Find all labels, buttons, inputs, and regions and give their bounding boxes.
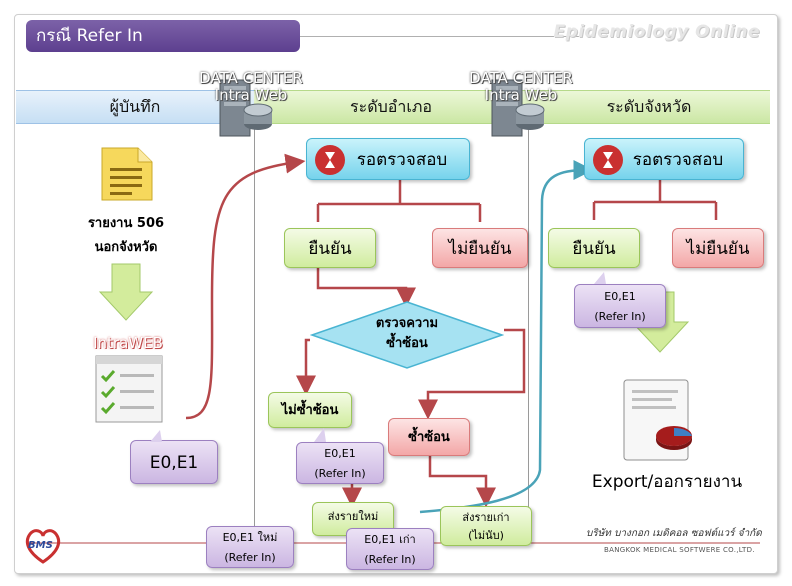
arrow-check-to-dup	[418, 328, 526, 420]
check-duplicate-diamond: ตรวจความ ซ้ำซ้อน	[310, 300, 504, 370]
district-waiting-box: รอตรวจสอบ	[306, 138, 470, 180]
hourglass-icon	[593, 145, 623, 175]
district-not-confirm-label: ไม่ยืนยัน	[448, 239, 512, 259]
data-center-label: DATA CENTER Intra Web	[186, 70, 316, 104]
bms-logo-text: BMS	[28, 540, 53, 551]
province-not-confirm-box: ไม่ยืนยัน	[672, 228, 764, 268]
arrow-dup-to-old	[428, 456, 496, 508]
company-name-english: BANGKOK MEDICAL SOFTWERE CO.,LTD.	[604, 546, 755, 554]
data-center-line1: DATA CENTER	[469, 69, 573, 87]
province-callout: E0,E1 (Refer In)	[574, 284, 666, 328]
callout-pointer	[594, 272, 606, 284]
page-title: กรณี Refer In	[26, 20, 300, 52]
data-center-line2: Intra Web	[214, 86, 288, 104]
intraweb-label: IntraWEB	[93, 334, 163, 352]
not-duplicate-box: ไม่ซ้ำซ้อน	[268, 392, 352, 428]
district-callout-line1: E0,E1	[324, 447, 356, 460]
duplicate-label: ซ้ำซ้อน	[408, 430, 450, 445]
district-not-confirm-box: ไม่ยืนยัน	[432, 228, 528, 268]
district-callout-line2: (Refer In)	[314, 467, 366, 480]
hourglass-icon	[315, 145, 345, 175]
column-divider	[254, 122, 255, 540]
callout-pointer	[150, 430, 162, 442]
report-line1: รายงาน 506	[87, 216, 165, 231]
province-confirm-label: ยืนยัน	[572, 239, 616, 259]
server-icon	[218, 76, 274, 140]
title-divider	[300, 36, 582, 37]
data-center-line2: Intra Web	[484, 86, 558, 104]
company-name-thai: บริษัท บางกอก เมดิคอล ซอฟต์แวร์ จำกัด	[586, 528, 762, 539]
recorder-callout-label: E0,E1	[149, 453, 199, 473]
send-old-line2: (ไม่นับ)	[468, 529, 504, 542]
lane-province-label: ระดับจังหวัด	[606, 97, 692, 116]
check-dup-line2: ซ้ำซ้อน	[386, 336, 428, 351]
bms-logo: BMS	[22, 524, 64, 566]
column-divider	[528, 122, 529, 540]
district-callout: E0,E1 (Refer In)	[296, 442, 384, 484]
arrow-check-to-notdup	[296, 338, 316, 396]
lane-district-label: ระดับอำเภอ	[350, 97, 432, 116]
lane-province: ระดับจังหวัด	[528, 90, 770, 124]
province-waiting-box: รอตรวจสอบ	[584, 138, 744, 180]
callout-new-line1: E0,E1 ใหม่	[222, 531, 278, 544]
arrow-confirm-to-check	[316, 268, 416, 308]
callout-old-line1: E0,E1 เก่า	[364, 533, 416, 546]
export-label: Export/ออกรายงาน	[591, 472, 743, 492]
district-confirm-label: ยืนยัน	[308, 239, 352, 259]
data-center-line1: DATA CENTER	[199, 69, 303, 87]
district-confirm-box: ยืนยัน	[284, 228, 376, 268]
province-waiting-label: รอตรวจสอบ	[632, 150, 724, 170]
callout-old-line2: (Refer In)	[364, 553, 416, 566]
report-label: รายงาน 506 นอกจังหวัด	[70, 212, 182, 260]
arrow-province-branch	[592, 180, 718, 220]
duplicate-box: ซ้ำซ้อน	[388, 418, 470, 456]
arrow-to-district	[185, 153, 306, 420]
lane-district: ระดับอำเภอ	[254, 90, 528, 124]
province-confirm-box: ยืนยัน	[548, 228, 640, 268]
recorder-callout: E0,E1	[130, 440, 218, 484]
district-waiting-label: รอตรวจสอบ	[356, 150, 448, 170]
check-dup-line1: ตรวจความ	[375, 316, 439, 331]
data-center-label: DATA CENTER Intra Web	[456, 70, 586, 104]
province-callout-line1: E0,E1	[604, 290, 636, 303]
send-new-label: ส่งรายใหม่	[327, 510, 379, 523]
callout-pointer	[314, 428, 326, 442]
arrow-district-branch	[316, 180, 482, 222]
province-not-confirm-label: ไม่ยืนยัน	[686, 239, 750, 259]
report-line2: นอกจังหวัด	[94, 240, 158, 255]
callout-old: E0,E1 เก่า (Refer In)	[346, 528, 434, 570]
callout-new-line2: (Refer In)	[224, 551, 276, 564]
lane-recorder-label: ผู้บันทึก	[109, 97, 161, 116]
province-callout-line2: (Refer In)	[594, 310, 646, 323]
brand-watermark: Epidemiology Online	[553, 22, 760, 42]
send-old-box: ส่งรายเก่า (ไม่นับ)	[440, 506, 532, 546]
not-duplicate-label: ไม่ซ้ำซ้อน	[281, 403, 339, 418]
server-icon	[490, 76, 546, 140]
callout-new: E0,E1 ใหม่ (Refer In)	[206, 526, 294, 568]
send-old-line1: ส่งรายเก่า	[462, 511, 510, 524]
lane-recorder: ผู้บันทึก	[16, 90, 254, 124]
